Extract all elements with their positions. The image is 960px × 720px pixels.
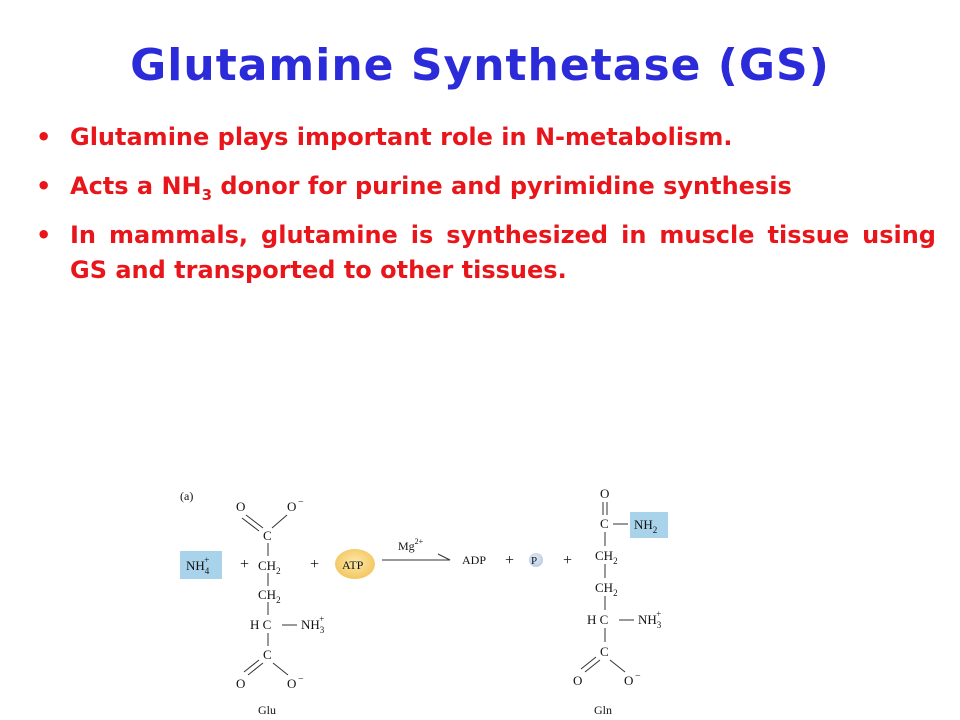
bullet-glutamine-role: • Glutamine plays important role in N-me… (36, 120, 936, 155)
glu-nh3: NH3+ (301, 614, 325, 635)
glu-c-bottom: C (263, 647, 272, 662)
glu-o-bottom: O (236, 676, 245, 691)
gln-nh2: NH2 (634, 517, 657, 535)
ammonium-label: NH4+ (186, 555, 210, 576)
double-bond (241, 517, 260, 532)
atp-label: ATP (342, 558, 364, 572)
bullet-list: • Glutamine plays important role in N-me… (36, 120, 936, 302)
gln-c-bottom: C (600, 644, 609, 659)
atp-ellipse (335, 549, 375, 579)
double-bond (245, 514, 264, 529)
arrow-head (437, 553, 451, 561)
glutamate-structure: O O − C CH2 CH2 H C NH3+ C O O − Glu (236, 497, 325, 717)
plus-sign: + (563, 552, 572, 569)
glu-o-minus-bottom: O (287, 676, 296, 691)
gln-c-amide: C (600, 516, 609, 531)
catalyst-label: Mg2+ (398, 537, 424, 553)
glu-hc: H C (250, 617, 271, 632)
reaction-diagram: (a) NH4+ + O O − C CH2 CH2 H C NH3+ C (180, 486, 668, 717)
glu-o-minus: O (287, 499, 296, 514)
double-bond (584, 659, 601, 673)
amide-box (630, 512, 668, 538)
glu-ch2-2: CH2 (258, 587, 281, 605)
double-bond (243, 659, 260, 673)
ammonium-box (180, 551, 222, 579)
glu-c-carboxyl: C (263, 528, 272, 543)
plus-sign: + (240, 556, 249, 573)
single-bond (271, 514, 288, 529)
double-bond (247, 662, 264, 676)
gln-minus: − (635, 671, 641, 682)
single-bond (609, 659, 626, 673)
gln-o-bottom: O (573, 673, 582, 688)
bullet-nh3-donor: • Acts a NH3 donor for purine and pyrimi… (36, 169, 936, 204)
double-bond (580, 656, 597, 670)
phosphate-circle (529, 553, 543, 567)
single-bond (272, 662, 289, 676)
bullet-subscript: 3 (201, 185, 213, 204)
bullet-text: Glutamine plays important role in N-meta… (70, 123, 733, 151)
gln-o-top: O (600, 486, 609, 501)
glu-o-top: O (236, 499, 245, 514)
glutamine-structure: O C NH2 CH2 CH2 H C NH3+ C O O − Gln (573, 486, 668, 717)
gln-name: Gln (594, 703, 612, 717)
bullet-text: In mammals, glutamine is synthesized in … (70, 221, 936, 284)
glu-ch2-1: CH2 (258, 558, 281, 576)
plus-sign: + (310, 556, 319, 573)
plus-sign: + (505, 552, 514, 569)
bullet-text-before: Acts a NH (70, 172, 202, 200)
reaction-figure: (a) NH4+ + O O − C CH2 CH2 H C NH3+ C (170, 478, 710, 720)
bullet-text-after: donor for purine and pyrimidine synthesi… (212, 172, 792, 200)
gln-ch2-2: CH2 (595, 580, 618, 598)
slide-title: Glutamine Synthetase (GS) (130, 40, 830, 91)
gln-hc: H C (587, 612, 608, 627)
gln-o-minus: O (624, 673, 633, 688)
glu-name: Glu (258, 703, 276, 717)
bullet-dot: • (36, 172, 52, 200)
glu-minus-top: − (298, 497, 304, 508)
phosphate-label: P (531, 555, 537, 567)
panel-label: (a) (180, 489, 193, 503)
adp-label: ADP (462, 553, 486, 567)
glu-minus-bottom: − (298, 674, 304, 685)
gln-nh3: NH3+ (638, 609, 662, 630)
bullet-dot: • (36, 123, 52, 151)
gln-ch2-1: CH2 (595, 548, 618, 566)
bullet-mammals: • In mammals, glutamine is synthesized i… (36, 218, 936, 288)
bullet-dot: • (36, 221, 52, 249)
